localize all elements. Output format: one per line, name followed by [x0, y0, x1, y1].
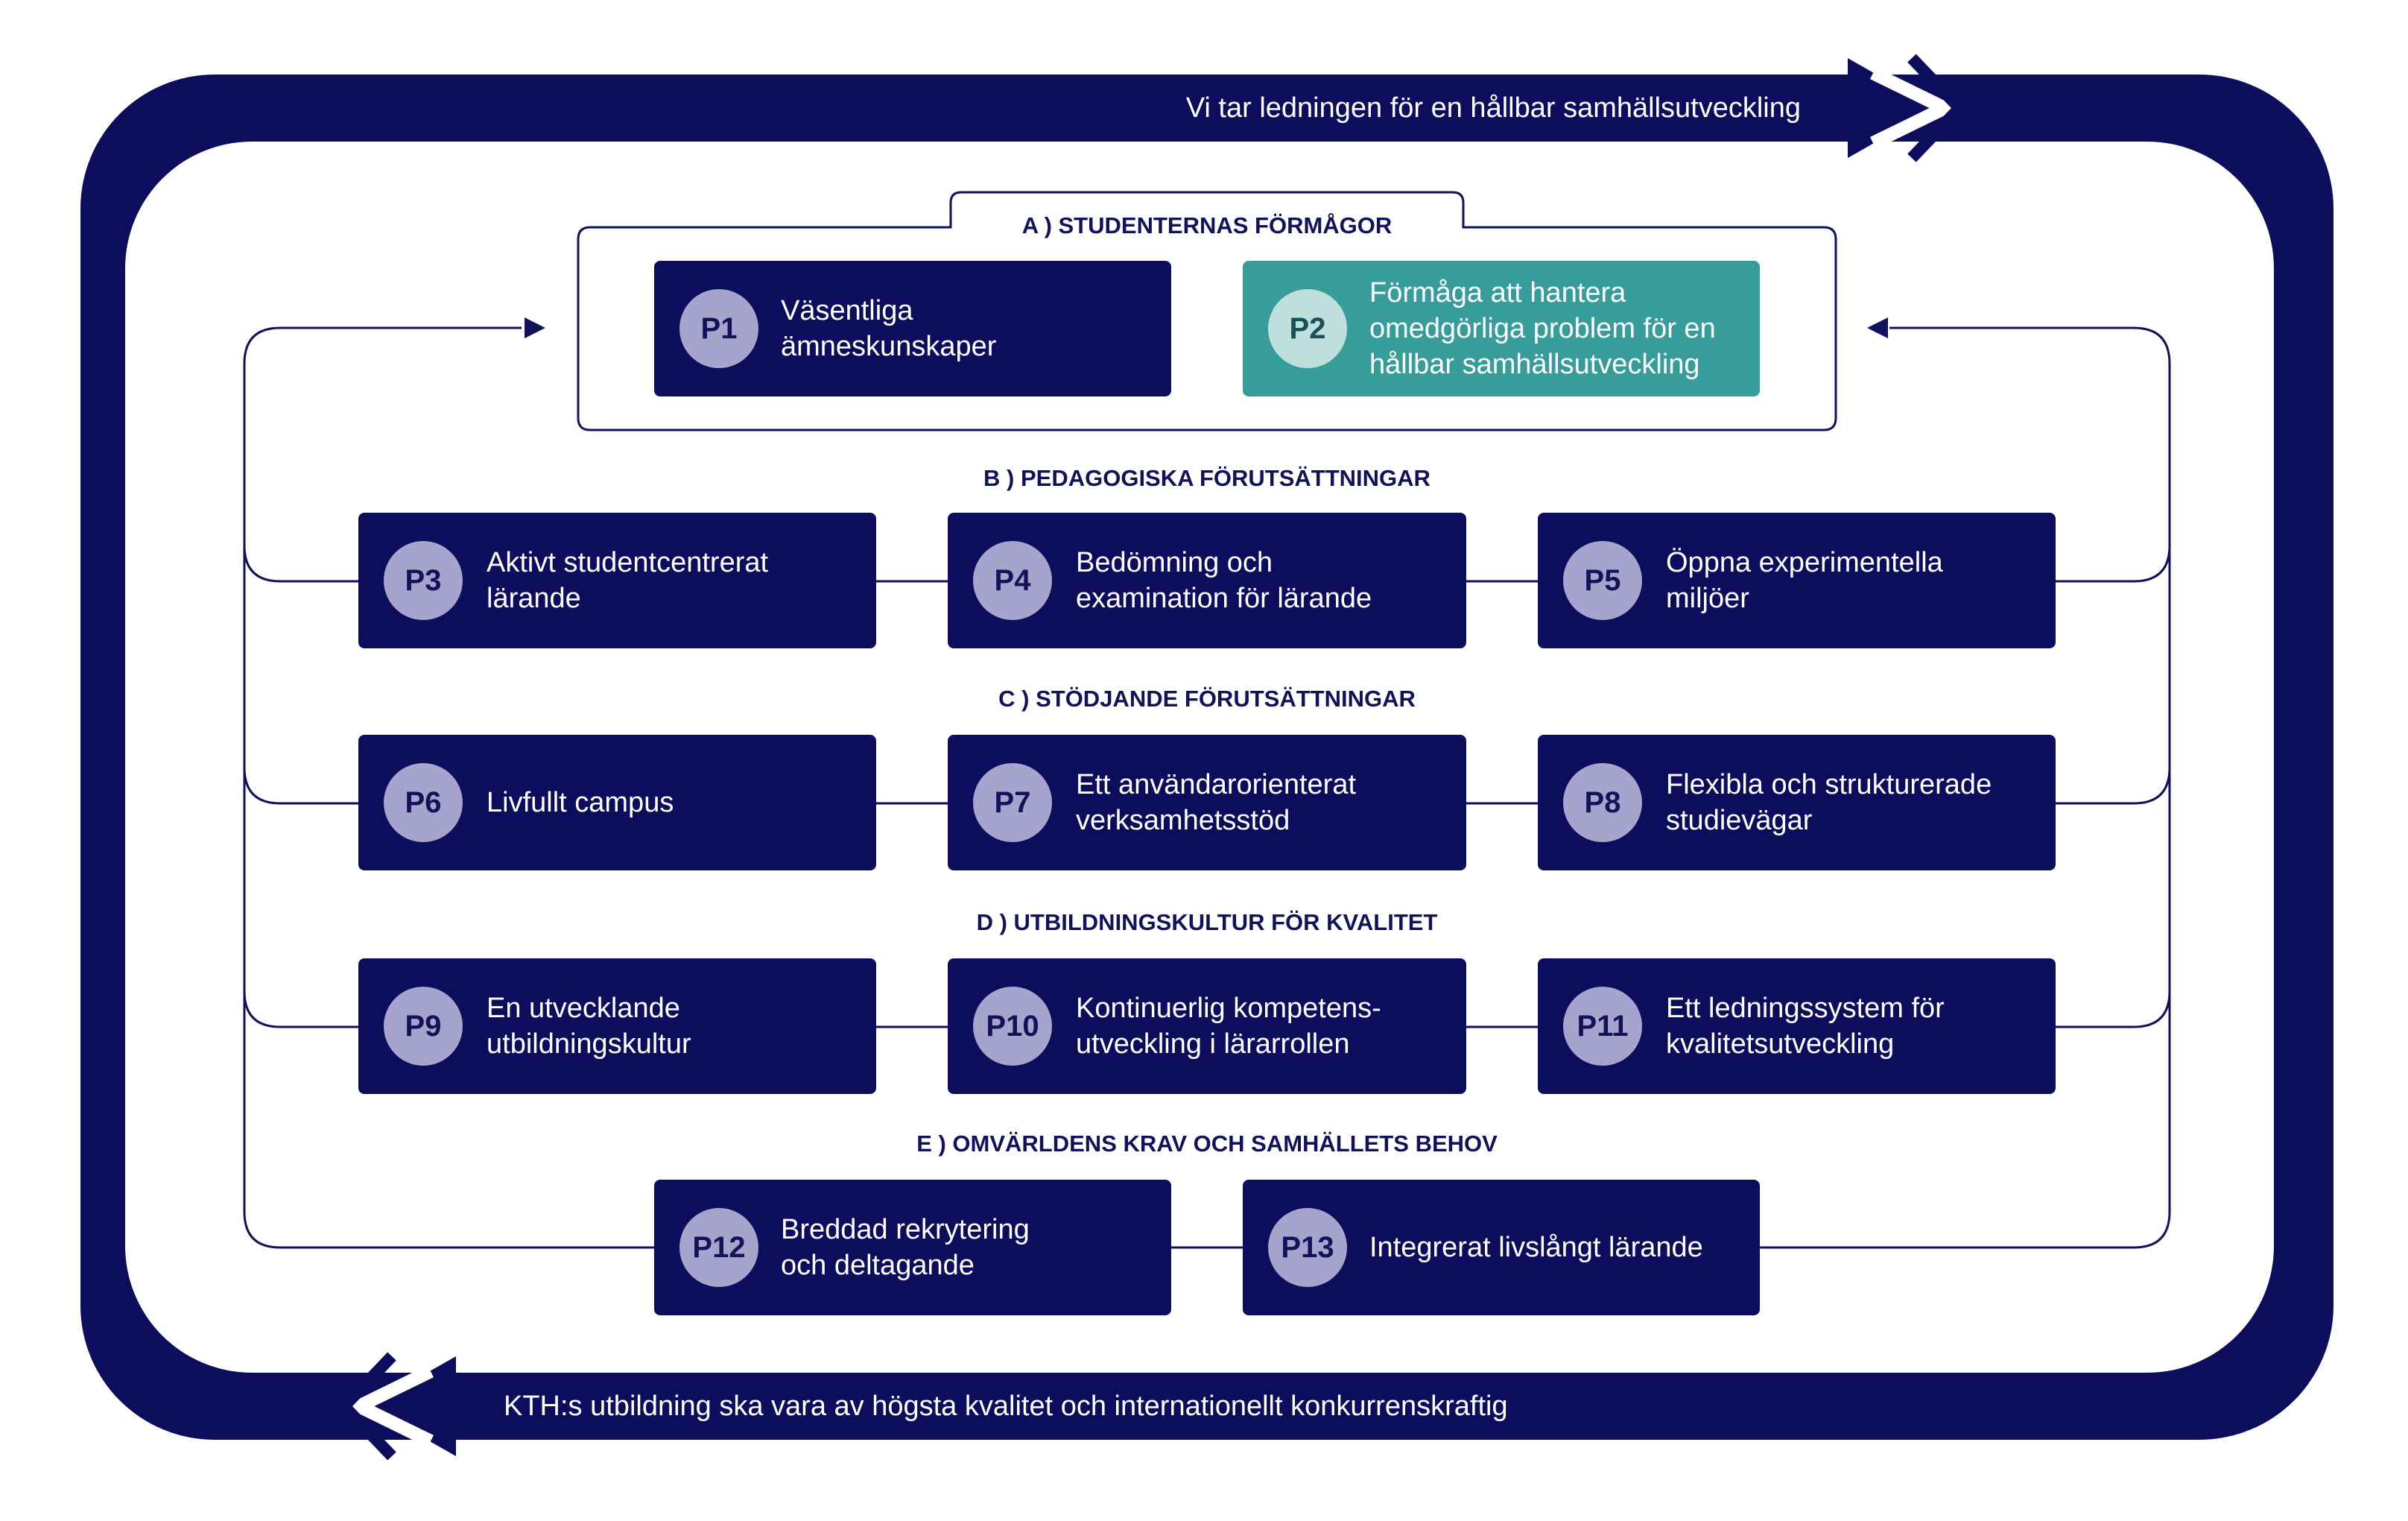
- right-connectors: [1760, 326, 2171, 1249]
- section-e-title: E ) OMVÄRLDENS KRAV OCH SAMHÄLLETS BEHOV: [916, 1131, 1498, 1157]
- principle-p10: P10 Kontinuerlig kompetens- utveckling i…: [948, 958, 1466, 1094]
- p2-line-1: Förmåga att hantera: [1369, 277, 1626, 309]
- p7-line-1: Ett användarorienterat: [1076, 769, 1357, 800]
- p4-line-2: examination för lärande: [1076, 583, 1372, 614]
- row-connectors: [876, 580, 1538, 1249]
- section-a-title: A ) STUDENTERNAS FÖRMÅGOR: [1021, 212, 1392, 238]
- principle-p3: P3 Aktivt studentcentrerat lärande: [358, 513, 876, 648]
- right-arrowhead: [1867, 317, 1888, 338]
- p4-line-1: Bedömning och: [1076, 547, 1273, 578]
- badge-p11: P11: [1563, 987, 1642, 1066]
- p10-line-2: utveckling i lärarrollen: [1076, 1028, 1350, 1060]
- p10-line-1: Kontinuerlig kompetens-: [1076, 993, 1381, 1024]
- principle-p2: P2 Förmåga att hantera omedgörliga probl…: [1243, 261, 1760, 396]
- badge-p3: P3: [384, 541, 463, 620]
- badge-p5: P5: [1563, 541, 1642, 620]
- p12-line-1: Breddad rekrytering: [781, 1214, 1030, 1245]
- badge-p9: P9: [384, 987, 463, 1066]
- badge-p7: P7: [973, 763, 1052, 842]
- section-c-title: C ) STÖDJANDE FÖRUTSÄTTNINGAR: [998, 686, 1416, 712]
- principle-p13: P13 Integrerat livslångt lärande: [1243, 1180, 1760, 1315]
- p9-line-1: En utvecklande: [487, 993, 680, 1024]
- p2-line-2: omedgörliga problem för en: [1369, 313, 1716, 344]
- p1-line-1: Väsentliga: [781, 295, 913, 326]
- p3-line-2: lärande: [487, 583, 581, 614]
- p5-line-1: Öppna experimentella: [1666, 547, 1943, 578]
- section-a-frame: [577, 191, 1837, 431]
- p8-line-1: Flexibla och strukturerade: [1666, 769, 1992, 800]
- principle-p12: P12 Breddad rekrytering och deltagande: [654, 1180, 1171, 1315]
- p7-line-2: verksamhetsstöd: [1076, 805, 1290, 836]
- top-loop-text: Vi tar ledningen för en hållbar samhälls…: [1185, 92, 1801, 124]
- p8-line-2: studievägar: [1666, 805, 1813, 836]
- section-b-title: B ) PEDAGOGISKA FÖRUTSÄTTNINGAR: [983, 465, 1430, 491]
- badge-p2: P2: [1268, 289, 1347, 368]
- badge-p10: P10: [973, 987, 1052, 1066]
- bottom-arrow-head: [368, 1356, 456, 1456]
- section-d-title: D ) UTBILDNINGSKULTUR FÖR KVALITET: [976, 909, 1438, 935]
- principle-p9: P9 En utvecklande utbildningskultur: [358, 958, 876, 1094]
- p13-line-1: Integrerat livslångt lärande: [1369, 1232, 1703, 1263]
- p3-line-1: Aktivt studentcentrerat: [487, 547, 769, 578]
- principle-p5: P5 Öppna experimentella miljöer: [1538, 513, 2056, 648]
- p5-line-2: miljöer: [1666, 583, 1749, 614]
- bottom-loop-text: KTH:s utbildning ska vara av högsta kval…: [504, 1391, 1508, 1422]
- p11-line-2: kvalitetsutveckling: [1666, 1028, 1895, 1060]
- left-arrowhead: [525, 317, 545, 338]
- principle-p7: P7 Ett användarorienterat verksamhetsstö…: [948, 735, 1466, 870]
- left-connectors: [243, 326, 654, 1249]
- principle-p11: P11 Ett ledningssystem för kvalitetsutve…: [1538, 958, 2056, 1094]
- badge-p4: P4: [973, 541, 1052, 620]
- bottom-arrow-chevron: [343, 1365, 434, 1448]
- p11-line-1: Ett ledningssystem för: [1666, 993, 1945, 1024]
- principle-p4: P4 Bedömning och examination för lärande: [948, 513, 1466, 648]
- badge-p1: P1: [679, 289, 758, 368]
- principle-p8: P8 Flexibla och strukturerade studieväga…: [1538, 735, 2056, 870]
- p12-line-2: och deltagande: [781, 1250, 975, 1281]
- top-arrow-chevron: [1870, 66, 1960, 150]
- p6-line-1: Livfullt campus: [487, 787, 674, 818]
- principle-p1: P1 Väsentliga ämneskunskaper: [654, 261, 1171, 396]
- badge-p13: P13: [1268, 1208, 1347, 1287]
- badge-p6: P6: [384, 763, 463, 842]
- p2-line-3: hållbar samhällsutveckling: [1369, 349, 1700, 380]
- principle-p6: P6 Livfullt campus: [358, 735, 876, 870]
- badge-p12: P12: [679, 1208, 758, 1287]
- p1-line-2: ämneskunskaper: [781, 331, 997, 362]
- badge-p8: P8: [1563, 763, 1642, 842]
- p9-line-2: utbildningskultur: [487, 1028, 691, 1060]
- top-arrow-head: [1848, 58, 1936, 158]
